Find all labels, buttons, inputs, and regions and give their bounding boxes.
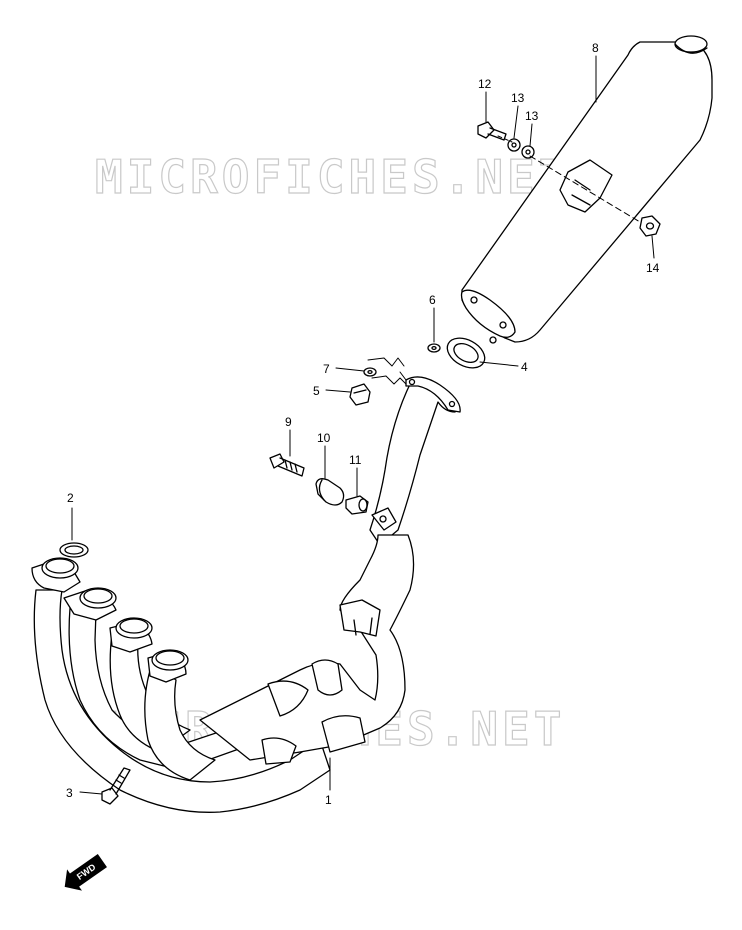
fwd-badge: FWD — [64, 853, 107, 891]
callout-labels: 1 2 3 4 5 6 7 8 9 10 11 12 13 13 14 — [66, 41, 660, 807]
callout-9: 9 — [285, 415, 292, 429]
watermark-top: MICROFICHES.NET — [95, 150, 570, 204]
callout-13b: 13 — [525, 109, 539, 123]
callout-11: 11 — [349, 453, 362, 467]
washer-part-13b — [521, 145, 535, 159]
gasket-part-4 — [446, 337, 486, 369]
callout-12: 12 — [478, 77, 492, 91]
callout-2: 2 — [67, 491, 74, 505]
callout-1: 1 — [325, 793, 332, 807]
nut-part-5 — [349, 383, 371, 406]
bolt-part-9 — [269, 453, 305, 477]
washer-part-6 — [427, 343, 441, 353]
callout-14: 14 — [646, 261, 660, 275]
cushion-part-10 — [315, 478, 345, 506]
bolt-part-3 — [101, 767, 131, 805]
collar-part-11 — [345, 495, 369, 515]
muffler-part-8 — [460, 35, 713, 344]
callout-4: 4 — [521, 360, 528, 374]
exhaust-mid-pipe — [369, 376, 461, 546]
callout-8: 8 — [592, 41, 599, 55]
callout-10: 10 — [317, 431, 331, 445]
nut-part-14 — [639, 215, 661, 237]
callout-6: 6 — [429, 293, 436, 307]
callout-7: 7 — [323, 362, 330, 376]
bolt-part-12 — [477, 121, 507, 141]
callout-5: 5 — [313, 384, 320, 398]
washer-part-7 — [363, 367, 377, 377]
forward-arrow-icon — [64, 853, 107, 891]
washer-part-13a — [507, 138, 521, 152]
exhaust-manifold-part-1 — [31, 534, 415, 813]
leader-lines — [71, 55, 655, 795]
gasket-part-2 — [59, 542, 89, 558]
callout-3: 3 — [66, 786, 73, 800]
callout-13a: 13 — [511, 91, 525, 105]
